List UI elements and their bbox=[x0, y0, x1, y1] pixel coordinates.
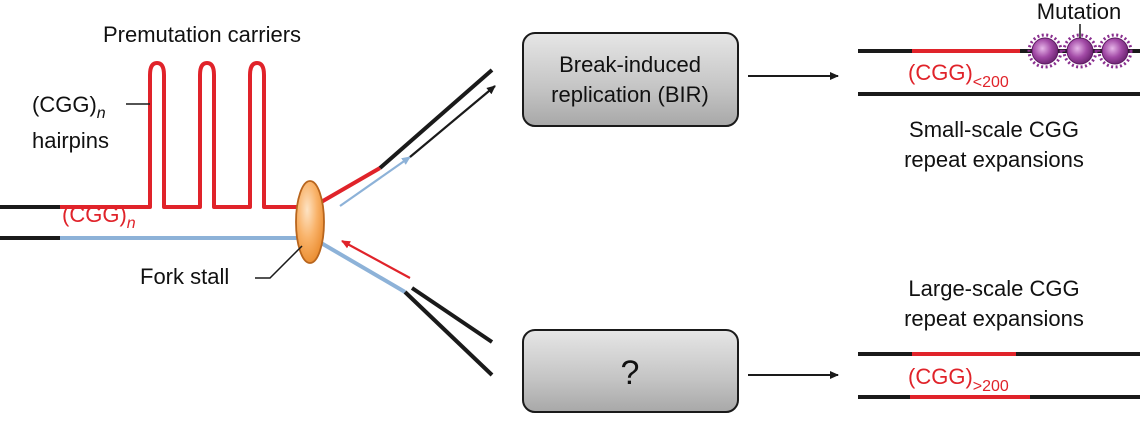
lower-fork-arm bbox=[314, 238, 494, 377]
hairpins-label: (CGG)n bbox=[32, 92, 106, 122]
red-arrow bbox=[341, 240, 411, 279]
fork-stall-leader-line bbox=[255, 245, 303, 279]
cgg-repeat-label: (CGG)n bbox=[62, 202, 136, 232]
mutation-burst-icon bbox=[1027, 33, 1063, 69]
small-outcome-line2: repeat expansions bbox=[904, 147, 1084, 172]
blue-arrow bbox=[339, 156, 411, 207]
large-outcome-dna bbox=[858, 352, 1140, 399]
cgg-hairpin-strand bbox=[60, 61, 300, 209]
large-repeat-label: (CGG)>200 bbox=[908, 364, 1009, 395]
top-strand bbox=[0, 61, 300, 209]
mutation-label: Mutation bbox=[1037, 0, 1121, 24]
unknown-box: ? bbox=[522, 329, 739, 413]
large-outcome-line1: Large-scale CGG bbox=[908, 276, 1079, 301]
small-repeat-label: (CGG)<200 bbox=[908, 60, 1009, 91]
mutation-markers bbox=[1027, 24, 1133, 69]
black-arrow-upper bbox=[409, 85, 496, 158]
mutation-burst-icon bbox=[1097, 33, 1133, 69]
mutation-burst-icon bbox=[1062, 33, 1098, 69]
fork-stall-label: Fork stall bbox=[140, 264, 229, 289]
hairpins-word-label: hairpins bbox=[32, 128, 109, 153]
bir-box: Break-induced replication (BIR) bbox=[522, 32, 739, 127]
premutation-carriers-label: Premutation carriers bbox=[103, 22, 301, 47]
bir-box-line1: Break-induced bbox=[559, 52, 701, 77]
upper-fork-arm bbox=[314, 68, 496, 207]
large-outcome-line2: repeat expansions bbox=[904, 306, 1084, 331]
bir-box-line2: replication (BIR) bbox=[551, 82, 709, 107]
small-outcome-line1: Small-scale CGG bbox=[909, 117, 1079, 142]
fork-stall-oval bbox=[295, 180, 325, 264]
unknown-box-mark: ? bbox=[621, 354, 640, 392]
